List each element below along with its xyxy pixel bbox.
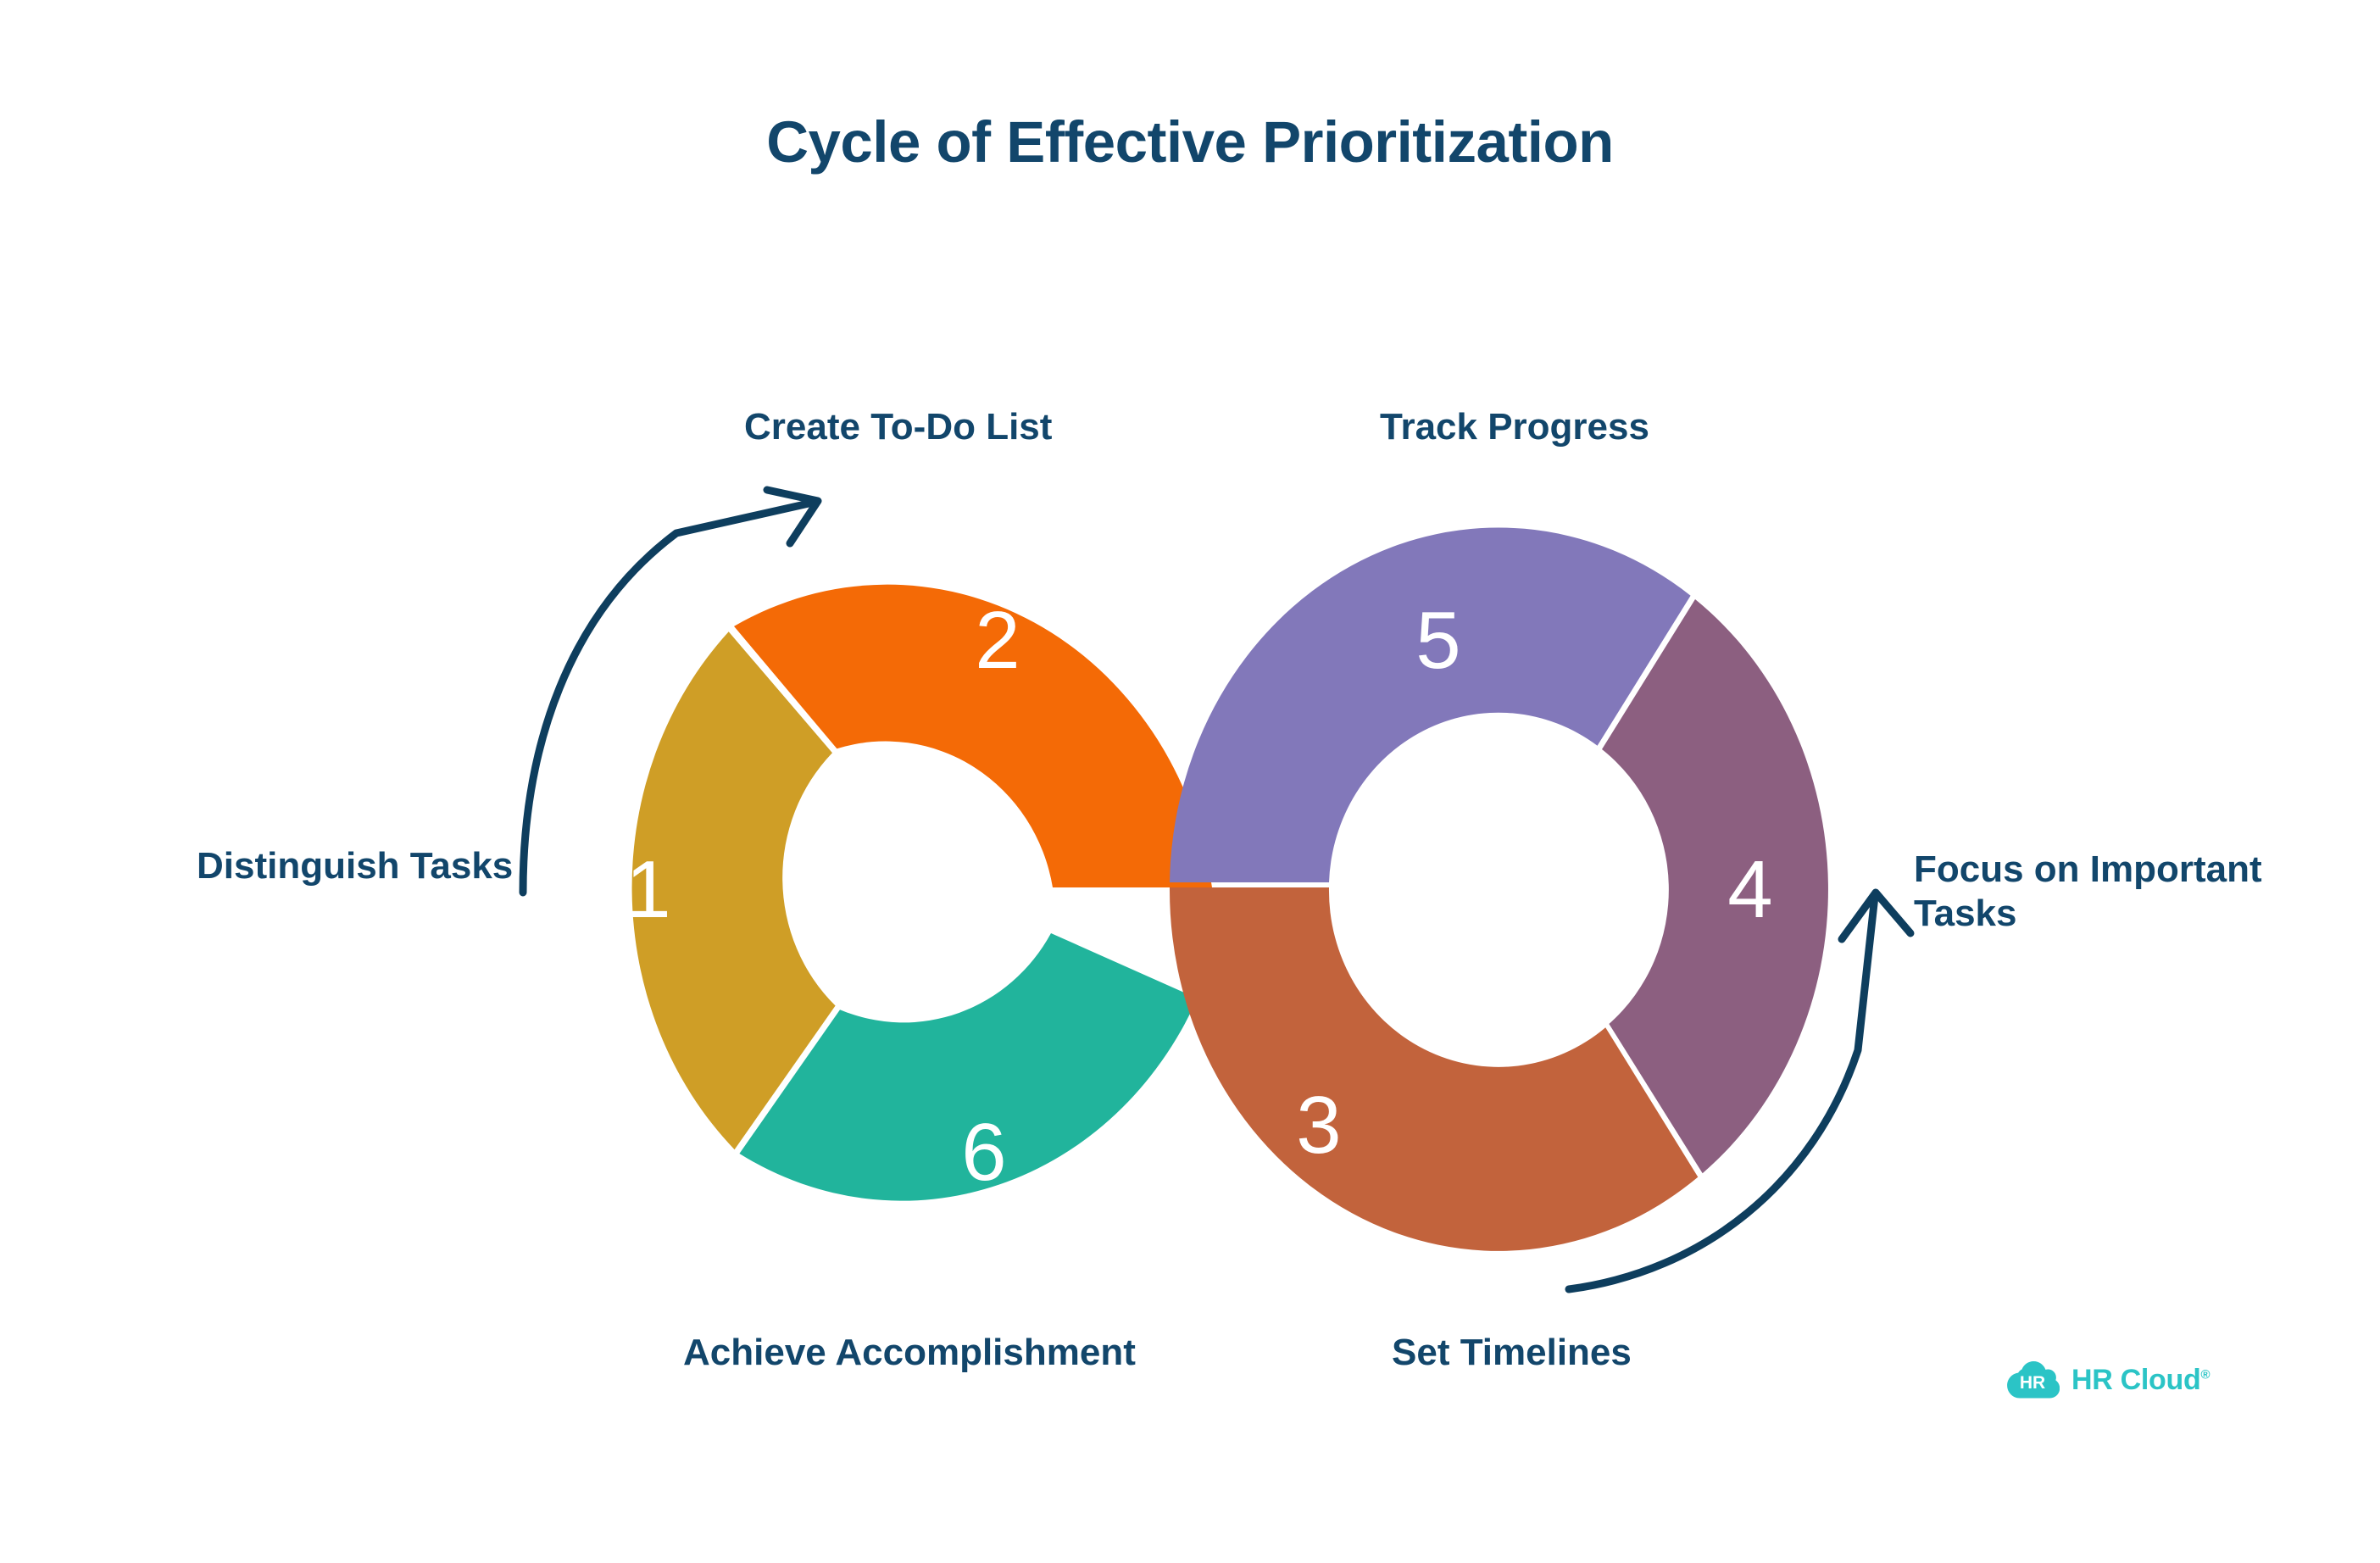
cycle-arrows bbox=[519, 486, 1915, 1293]
number-1: 1 bbox=[626, 844, 670, 935]
segment-4-focus-on-important-tasks[interactable] bbox=[1602, 599, 1828, 1174]
label-achieve-accomplishment: Achieve Accomplishment bbox=[683, 1332, 1136, 1373]
segment-1-distinguish-tasks[interactable] bbox=[631, 631, 836, 1150]
segment-2-create-to-do-list[interactable] bbox=[734, 584, 1212, 887]
right-cycle-arrowhead-icon bbox=[1838, 888, 1915, 943]
number-4: 4 bbox=[1727, 844, 1772, 935]
page-title: Cycle of Effective Prioritization bbox=[766, 109, 1614, 175]
hr-cloud-logo: HR HR Cloud® bbox=[2007, 1360, 2210, 1400]
registered-trademark-icon: ® bbox=[2200, 1367, 2210, 1382]
label-set-timelines: Set Timelines bbox=[1392, 1332, 1632, 1373]
hr-cloud-wordmark-text: HR Cloud bbox=[2071, 1363, 2201, 1396]
number-2: 2 bbox=[975, 595, 1020, 686]
hr-cloud-wordmark: HR Cloud® bbox=[2071, 1364, 2210, 1397]
segment-6-achieve-accomplishment[interactable] bbox=[739, 933, 1198, 1201]
left-donut-ring bbox=[631, 584, 1212, 1201]
label-create-to-do-list: Create To-Do List bbox=[744, 406, 1053, 448]
segment-3-set-timelines[interactable] bbox=[1169, 887, 1699, 1251]
number-3: 3 bbox=[1296, 1080, 1341, 1171]
segment-numbers: 1 2 3 4 5 6 bbox=[626, 595, 1772, 1198]
left-cycle-arrow bbox=[519, 498, 820, 897]
label-focus-on-important-tasks: Focus on Important Tasks bbox=[1914, 848, 2262, 934]
hr-cloud-badge-text: HR bbox=[2020, 1373, 2045, 1393]
left-cycle-arrowhead-icon bbox=[763, 486, 822, 548]
right-cycle-arrow bbox=[1565, 892, 1879, 1293]
hr-cloud-cloud-icon: HR bbox=[2007, 1361, 2060, 1399]
number-6: 6 bbox=[961, 1107, 1006, 1198]
right-donut-ring bbox=[1169, 527, 1828, 1251]
number-5: 5 bbox=[1415, 595, 1460, 686]
label-track-progress: Track Progress bbox=[1380, 406, 1649, 448]
segment-5-track-progress[interactable] bbox=[1170, 527, 1691, 882]
label-distinguish-tasks: Distinguish Tasks bbox=[197, 845, 514, 887]
